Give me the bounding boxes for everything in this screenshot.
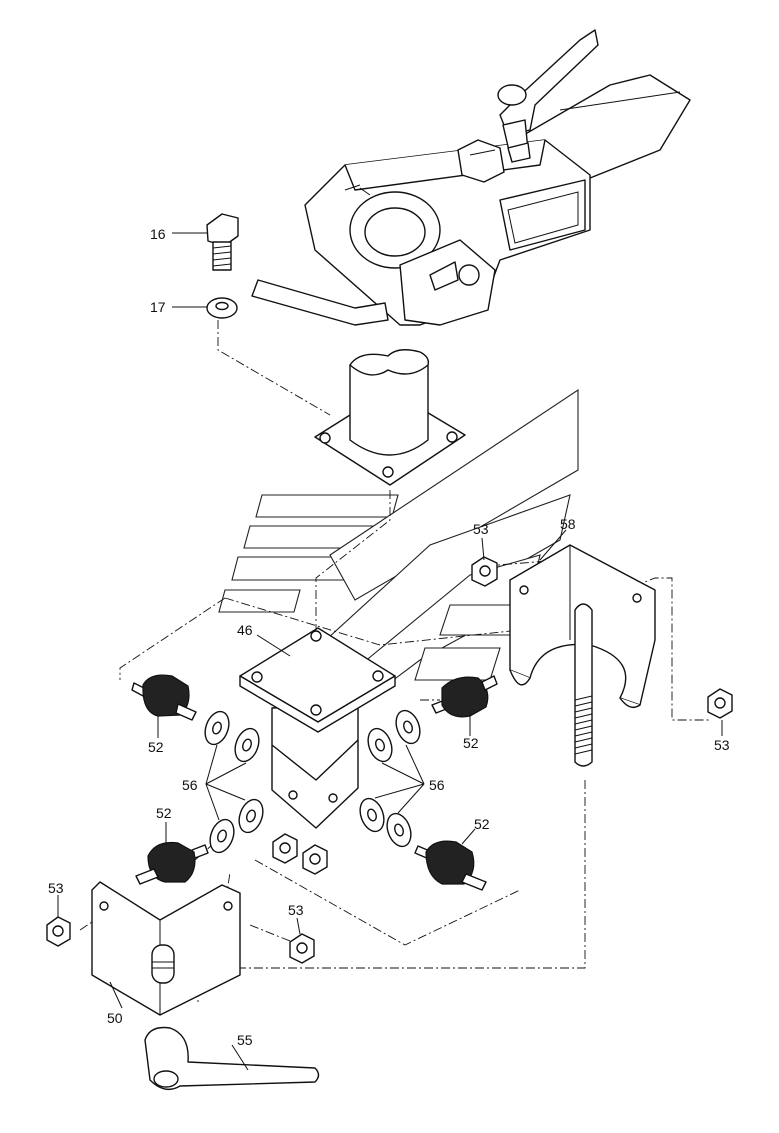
nut-53-top	[471, 556, 498, 587]
label-58: 58	[560, 516, 576, 532]
nut-53-bottom	[289, 933, 315, 964]
label-17: 17	[150, 299, 166, 315]
nuts-center	[272, 833, 328, 875]
lever-55	[144, 1026, 320, 1091]
label-50: 50	[107, 1010, 123, 1026]
mount-block-46	[239, 627, 396, 829]
nut-53-left	[46, 916, 71, 947]
lock-washer-17	[206, 297, 238, 319]
label-46: 46	[237, 622, 253, 638]
label-53-top: 53	[473, 521, 489, 537]
mounting-post	[314, 349, 466, 486]
label-55: 55	[237, 1032, 253, 1048]
watermark-logo	[218, 388, 579, 691]
leader-lines	[57, 232, 723, 1071]
nut-53-right	[707, 688, 733, 719]
label-52-upper-left: 52	[148, 739, 164, 755]
label-52-upper-right: 52	[463, 735, 479, 751]
label-56-left: 56	[182, 777, 198, 793]
mirror-arm-clamp-assembly	[251, 29, 691, 326]
label-52-lower-right: 52	[474, 816, 490, 832]
label-53-bottom: 53	[288, 902, 304, 918]
part-number-labels: 16 17 46 53 58 52 52 53 56 56 52 52 53 5…	[48, 226, 730, 1048]
label-56-right: 56	[429, 777, 445, 793]
label-53-left: 53	[48, 880, 64, 896]
rubber-mount-52-lower-right	[414, 840, 487, 891]
label-16: 16	[150, 226, 166, 242]
label-52-lower-left: 52	[156, 805, 172, 821]
rubber-mount-52-upper-left	[131, 674, 197, 721]
rubber-mount-52-lower-left	[135, 841, 209, 885]
label-53-right: 53	[714, 737, 730, 753]
washers-56-right	[359, 709, 421, 848]
bolt-16	[206, 213, 239, 271]
washers-56-left	[204, 710, 264, 854]
threaded-rod	[574, 603, 593, 767]
bracket-50	[91, 881, 241, 1016]
rubber-mount-52-upper-right	[431, 675, 498, 718]
